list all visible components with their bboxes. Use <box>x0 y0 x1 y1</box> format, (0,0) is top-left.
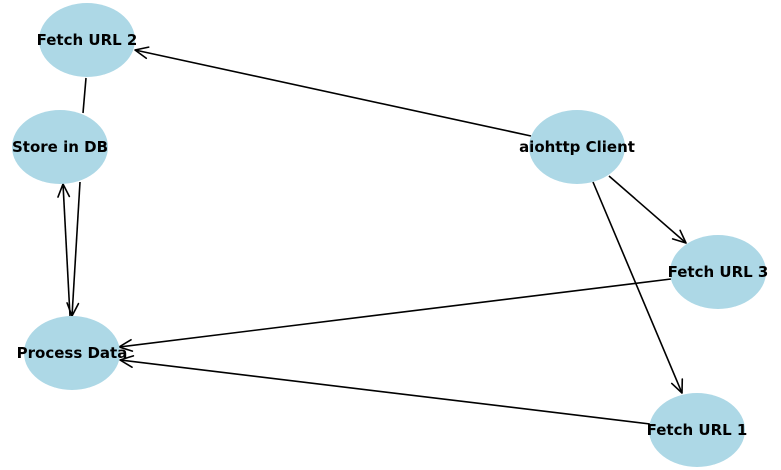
node-label: Process Data <box>17 344 128 362</box>
node-label: aiohttp Client <box>519 138 635 156</box>
edge-aiohttp-client-to-fetch-url-1 <box>592 181 684 394</box>
node-fetch-url-2: Fetch URL 2 <box>37 3 138 77</box>
edge-aiohttp-client-to-fetch-url-2 <box>134 46 532 137</box>
edge-line <box>608 175 687 244</box>
edge-line <box>119 359 651 425</box>
edge-aiohttp-client-to-fetch-url-3 <box>608 175 687 244</box>
node-circle <box>39 3 135 77</box>
edge-line <box>134 49 532 137</box>
arrowhead-icon <box>57 183 71 198</box>
arrowhead-icon <box>671 229 687 244</box>
nodes-layer: Fetch URL 2 Store in DB aiohttp ClientFetc… <box>12 3 768 467</box>
edge-line <box>62 183 71 317</box>
edge-fetch-url-1-to-process-data <box>119 355 651 425</box>
node-circle <box>12 110 108 184</box>
edges-layer <box>57 46 687 425</box>
edge-process-data-to-store-in-db <box>57 183 71 317</box>
edge-line <box>82 77 87 114</box>
node-process-data: Process Data <box>17 316 128 390</box>
node-fetch-url-1: Fetch URL 1 <box>647 393 748 467</box>
node-store-in-db: Store in DB <box>12 110 108 184</box>
edge-line <box>71 181 81 317</box>
node-circle <box>529 110 625 184</box>
node-label: Store in DB <box>12 138 108 156</box>
node-aiohttp-client: aiohttp Client <box>519 110 635 184</box>
node-circle <box>670 235 766 309</box>
edge-fetch-url-2-to-store-in-db <box>82 77 87 114</box>
arrowhead-icon <box>670 378 684 394</box>
node-circle <box>649 393 745 467</box>
node-label: Fetch URL 2 <box>37 31 138 49</box>
edge-line <box>592 181 683 394</box>
node-circle <box>24 316 120 390</box>
arrowhead-icon <box>119 355 135 368</box>
arrowhead-icon <box>134 46 150 60</box>
node-label: Fetch URL 3 <box>668 263 769 281</box>
edge-line <box>118 278 672 348</box>
node-fetch-url-3: Fetch URL 3 <box>668 235 769 309</box>
edge-fetch-url-3-to-process-data <box>118 278 672 352</box>
node-label: Fetch URL 1 <box>647 421 748 439</box>
